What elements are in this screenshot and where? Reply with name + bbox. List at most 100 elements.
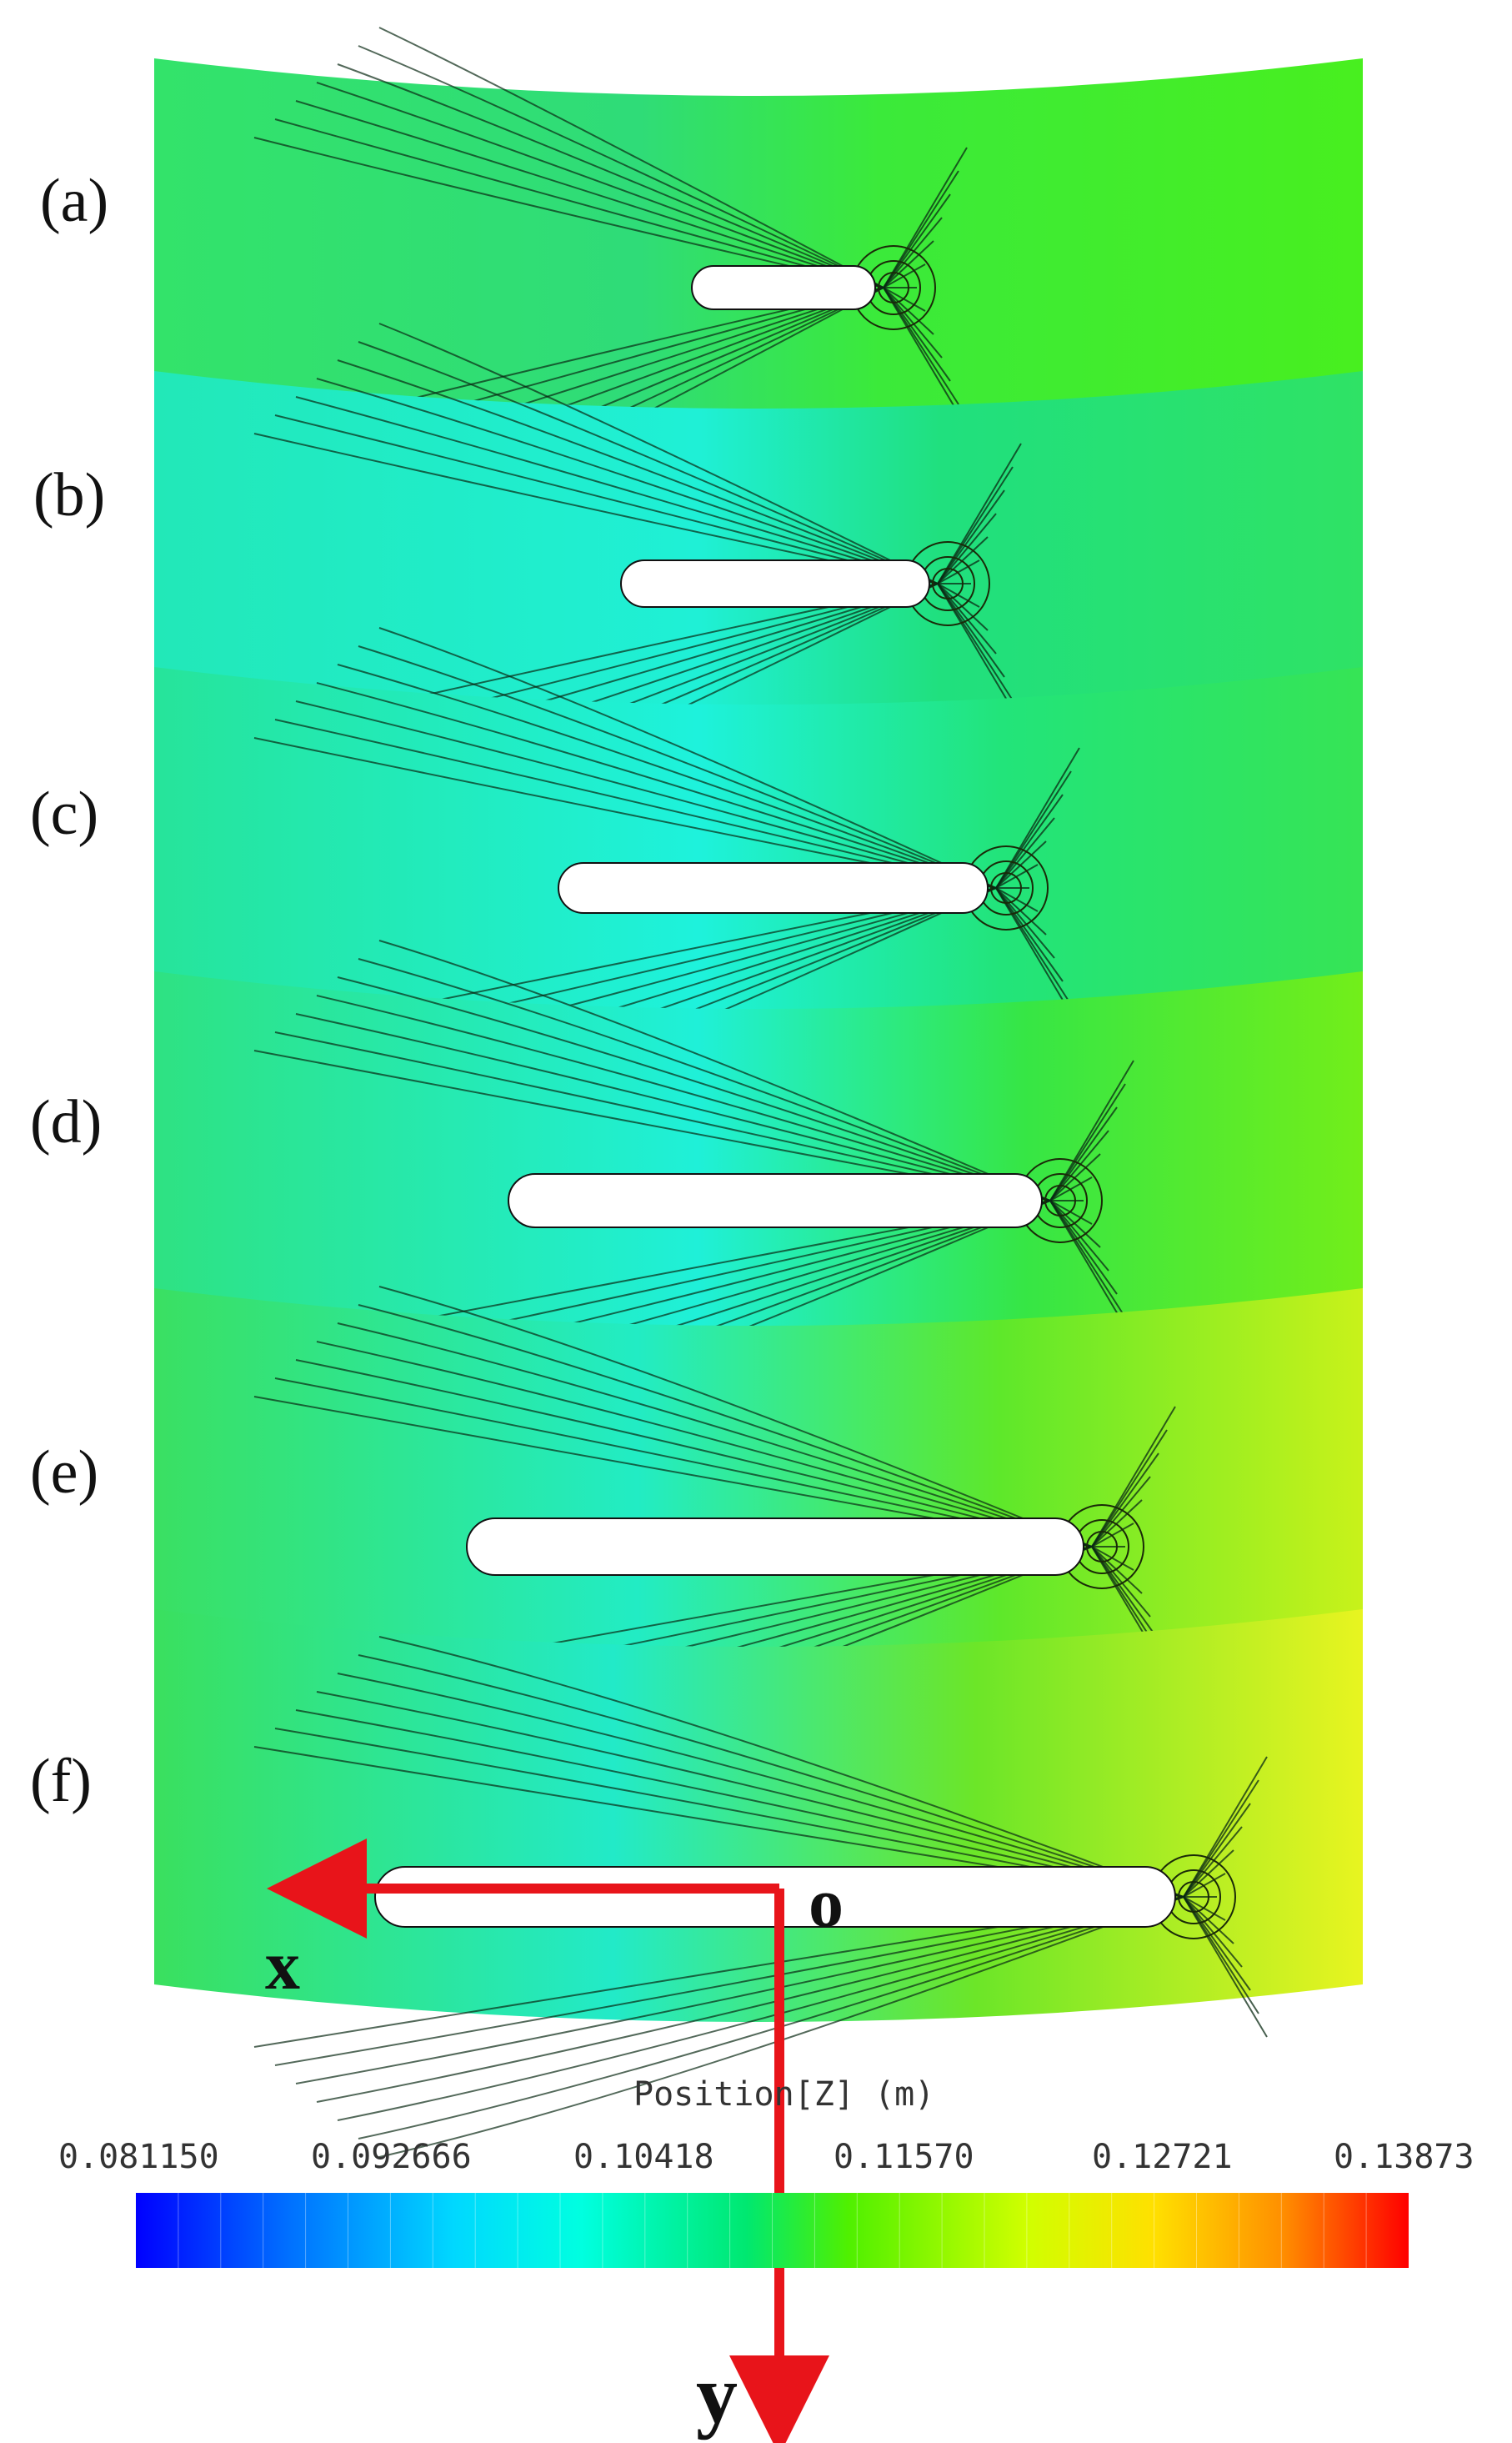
contour-line	[883, 287, 968, 429]
contour-line	[316, 378, 939, 584]
hull-shape	[508, 1173, 1043, 1228]
contour-panels	[154, 27, 1363, 2158]
colorbar-tick-labels: 0.081150 0.092666 0.10418 0.11570 0.1272…	[58, 2138, 1474, 2176]
contour-panel	[154, 940, 1363, 1462]
contour-line	[1183, 1896, 1226, 1921]
contour-line	[1049, 1176, 1093, 1201]
contour-line	[1183, 1826, 1243, 1898]
colorbar-tick-1: 0.092666	[311, 2138, 472, 2176]
contour-line	[358, 1304, 1093, 1548]
contour-line	[295, 1709, 1184, 1898]
contour-line	[1091, 1522, 1134, 1548]
contour-line	[1183, 1873, 1226, 1898]
contour-line	[358, 45, 884, 288]
contour-line	[295, 396, 939, 584]
contour-line	[337, 1896, 1184, 2121]
contour-line	[1049, 1200, 1109, 1272]
contour-line	[337, 63, 884, 288]
hull-shape	[691, 265, 876, 310]
panel-band	[154, 667, 1363, 1055]
contour-line	[1091, 1546, 1134, 1571]
contour-line	[883, 287, 934, 335]
contour-line	[1091, 1499, 1143, 1548]
contour-line	[995, 887, 1039, 912]
hull-shape	[620, 559, 930, 608]
contour-line	[995, 770, 1072, 889]
origin-label: o	[809, 1864, 844, 1942]
contour-line	[378, 1636, 1184, 1898]
contour-line	[274, 1031, 1051, 1201]
contour-line	[937, 466, 1014, 584]
panel-band	[154, 1288, 1363, 1693]
contour-ring	[932, 568, 964, 599]
contour-line	[295, 1013, 1051, 1201]
contour-line	[995, 887, 1047, 936]
contour-line	[274, 719, 997, 889]
contour-line	[1049, 1200, 1093, 1225]
contour-ring	[1044, 1185, 1076, 1216]
contour-line	[1049, 1130, 1109, 1201]
contour-line	[316, 682, 997, 889]
contour-line	[1183, 1896, 1234, 1944]
contour-line	[316, 1691, 1184, 1898]
contour-line	[253, 137, 884, 288]
contour-line	[337, 664, 997, 889]
contour-line	[316, 995, 1051, 1201]
contour-line	[995, 747, 1080, 889]
contour-line	[316, 82, 884, 288]
contour-ring	[1178, 1881, 1209, 1913]
contour-line	[995, 864, 1039, 889]
contour-line	[937, 536, 989, 584]
contour-line	[358, 341, 939, 584]
contour-line	[1091, 1546, 1143, 1594]
panel-label-c: (c)	[30, 780, 98, 848]
panel-label-d: (d)	[30, 1088, 102, 1156]
contour-line	[1049, 1200, 1101, 1248]
colorbar: Position[Z] (m) 0.081150 0.092666 0.1041…	[58, 2075, 1474, 2268]
contour-line	[1049, 1060, 1134, 1201]
contour-line	[883, 147, 968, 288]
contour-ring	[990, 872, 1022, 904]
contour-line	[316, 1896, 1184, 2103]
contour-line	[1049, 1153, 1101, 1201]
contour-line	[937, 583, 980, 608]
contour-line	[295, 100, 884, 288]
contour-line	[358, 1896, 1184, 2140]
panel-label-b: (b)	[33, 461, 105, 529]
contour-ring	[1086, 1531, 1118, 1563]
contour-line	[883, 170, 959, 288]
contour-line	[378, 1896, 1184, 2158]
contour-line	[1091, 1429, 1168, 1548]
contour-line	[883, 240, 934, 288]
contour-line	[995, 817, 1055, 889]
contour-line	[1183, 1896, 1268, 2038]
colorbar-title: Position[Z] (m)	[633, 2075, 934, 2114]
contour-line	[337, 1673, 1184, 1898]
contour-line	[378, 27, 884, 288]
contour-ring	[878, 272, 909, 303]
contour-line	[1183, 1849, 1234, 1898]
y-axis-label: y	[696, 2348, 738, 2440]
contour-line	[883, 287, 943, 359]
contour-line	[378, 1286, 1093, 1548]
panel-labels: (a) (b) (c) (d) (e) (f)	[30, 167, 108, 1815]
hull-shape	[466, 1517, 1084, 1576]
contour-line	[295, 1896, 1184, 2084]
hull-shape	[558, 862, 989, 914]
contour-line	[358, 958, 1051, 1201]
contour-line	[995, 840, 1047, 889]
contour-line	[1091, 1476, 1151, 1548]
contour-line	[378, 627, 997, 889]
contour-line	[378, 940, 1051, 1201]
panel-label-e: (e)	[30, 1438, 98, 1507]
contour-panel	[154, 627, 1363, 1149]
panel-label-f: (f)	[30, 1747, 92, 1815]
contour-line	[937, 583, 997, 655]
contour-panel	[154, 1286, 1363, 1808]
colorbar-tick-4: 0.12721	[1092, 2138, 1233, 2176]
contour-line	[1183, 1756, 1268, 1898]
contour-line	[295, 700, 997, 889]
contour-line	[378, 323, 939, 584]
contour-line	[337, 359, 939, 584]
